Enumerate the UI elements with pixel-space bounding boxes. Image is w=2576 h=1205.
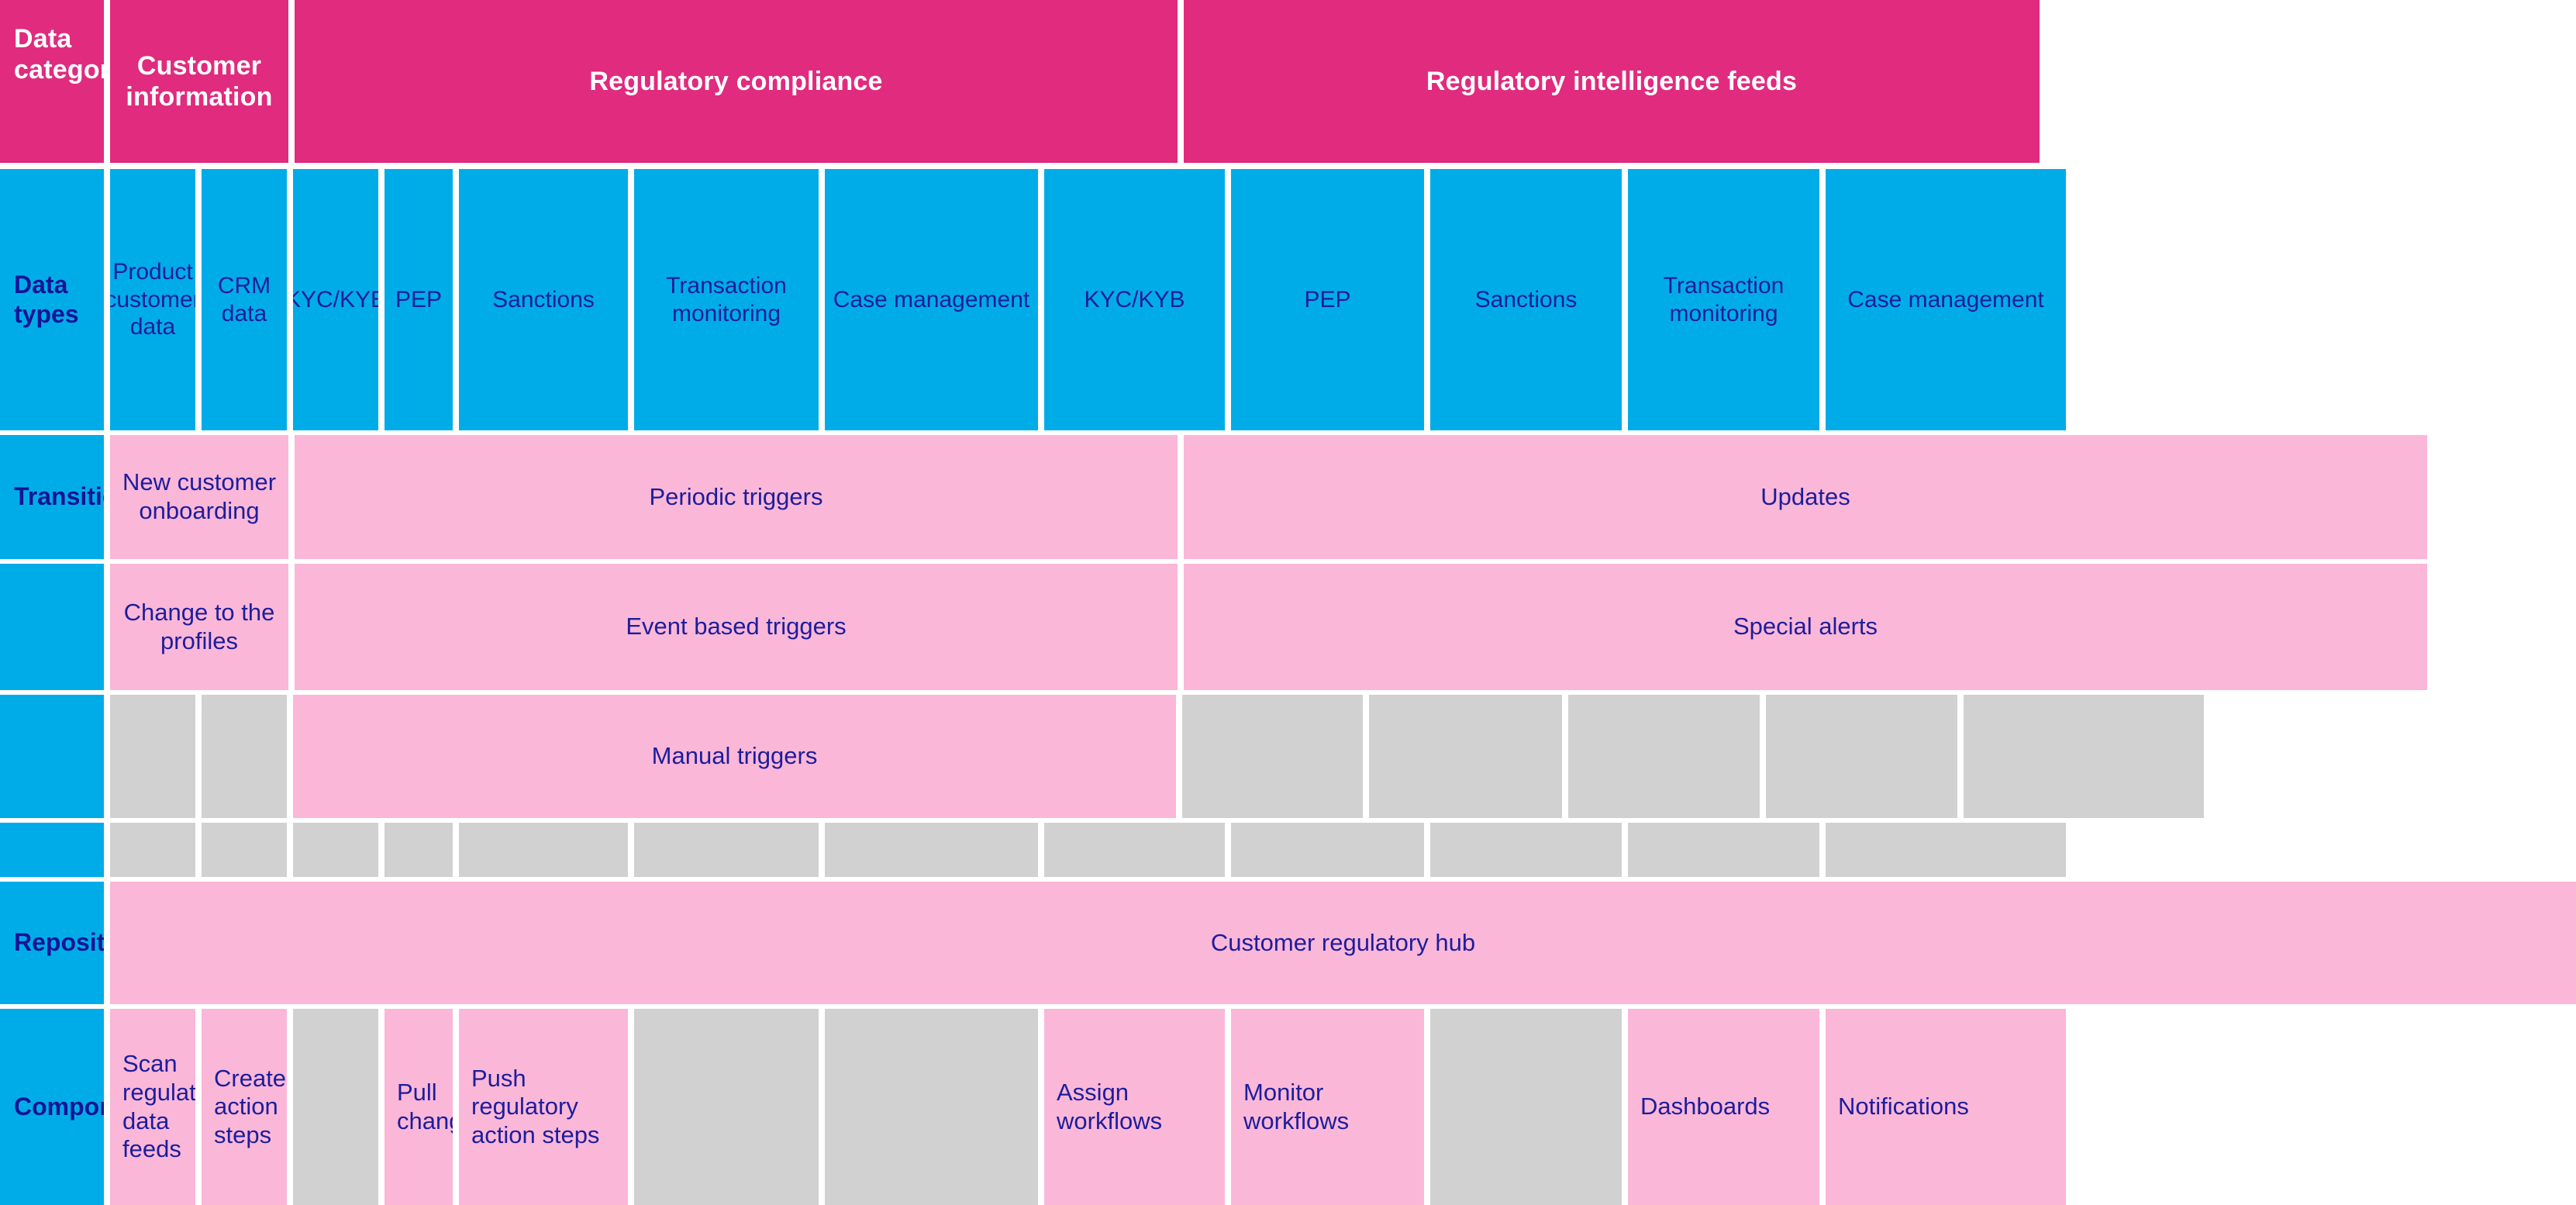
row-repository: Repository Customer regulatory hub — [0, 882, 2576, 1004]
spacer-cell-2 — [202, 823, 287, 877]
transition-placeholder-kyc-kyb-intelligence — [1182, 695, 1363, 818]
data-type-kyc-kyb-compliance[interactable]: KYC/KYB — [293, 169, 378, 430]
category-customer-information[interactable]: Customer information — [110, 0, 288, 163]
data-type-crm-data[interactable]: CRM data — [202, 169, 287, 430]
transition-placeholder-pep-intelligence — [1369, 695, 1562, 818]
spacer-cell-7 — [825, 823, 1038, 877]
transition-placeholder-case-management-intelligence — [1964, 695, 2204, 818]
component-push-regulatory-action-steps[interactable]: Push regulatory action steps — [459, 1009, 628, 1205]
spacer-cell-3 — [293, 823, 378, 877]
row-label-repository: Repository — [0, 882, 104, 1004]
spacer-cell-12 — [1826, 823, 2066, 877]
component-monitor-workflows[interactable]: Monitor workflows — [1231, 1009, 1424, 1205]
spacer-cell-5 — [459, 823, 628, 877]
component-placeholder-transaction-monitoring-compliance — [634, 1009, 819, 1205]
row-label-components: Components — [0, 1009, 104, 1205]
component-pull-changes[interactable]: Pull changes — [385, 1009, 453, 1205]
spacer-cell-9 — [1231, 823, 1424, 877]
row-spacer-grey — [0, 823, 2576, 877]
spacer-cell-6 — [634, 823, 819, 877]
row-transitions-2: Change to the profiles Event based trigg… — [0, 564, 2576, 690]
row-data-categories: Data categories Customer information Reg… — [0, 0, 2576, 163]
row-label-transitions-3-blank — [0, 695, 104, 818]
transition-special-alerts[interactable]: Special alerts — [1184, 564, 2427, 690]
transition-updates[interactable]: Updates — [1184, 435, 2427, 559]
category-regulatory-intelligence-feeds[interactable]: Regulatory intelligence feeds — [1184, 0, 2040, 163]
transition-event-based-triggers[interactable]: Event based triggers — [295, 564, 1178, 690]
data-type-pep-compliance[interactable]: PEP — [385, 169, 453, 430]
component-assign-workflows[interactable]: Assign workflows — [1044, 1009, 1225, 1205]
component-create-action-steps[interactable]: Create action steps — [202, 1009, 287, 1205]
data-type-transaction-monitoring-intelligence[interactable]: Transaction monitoring — [1628, 169, 1819, 430]
transition-placeholder-sanctions-intelligence — [1568, 695, 1760, 818]
transition-manual-triggers[interactable]: Manual triggers — [293, 695, 1176, 818]
spacer-cell-10 — [1430, 823, 1622, 877]
transition-change-to-the-profiles[interactable]: Change to the profiles — [110, 564, 288, 690]
data-type-case-management-compliance[interactable]: Case management — [825, 169, 1038, 430]
component-notifications[interactable]: Notifications — [1826, 1009, 2066, 1205]
repository-customer-regulatory-hub[interactable]: Customer regulatory hub — [110, 882, 2576, 1004]
row-data-types: Data types Product customer data CRM dat… — [0, 169, 2576, 430]
row-label-transitions-2-blank — [0, 564, 104, 690]
component-dashboards[interactable]: Dashboards — [1628, 1009, 1819, 1205]
data-type-kyc-kyb-intelligence[interactable]: KYC/KYB — [1044, 169, 1225, 430]
row-label-data-types: Data types — [0, 169, 104, 430]
data-type-pep-intelligence[interactable]: PEP — [1231, 169, 1424, 430]
data-type-sanctions-compliance[interactable]: Sanctions — [459, 169, 628, 430]
component-scan-regulatory-data-feeds[interactable]: Scan regulatory data feeds — [110, 1009, 195, 1205]
category-regulatory-compliance[interactable]: Regulatory compliance — [295, 0, 1178, 163]
transition-new-customer-onboarding[interactable]: New customer onboarding — [110, 435, 288, 559]
data-type-product-customer-data[interactable]: Product customer data — [110, 169, 195, 430]
transition-placeholder-product-customer-data — [110, 695, 195, 818]
transition-placeholder-transaction-monitoring-intelligence — [1766, 695, 1957, 818]
row-components: Components Scan regulatory data feeds Cr… — [0, 1009, 2576, 1205]
spacer-cell-1 — [110, 823, 195, 877]
row-transitions-1: Transitions New customer onboarding Peri… — [0, 435, 2576, 559]
data-type-case-management-intelligence[interactable]: Case management — [1826, 169, 2066, 430]
spacer-cell-8 — [1044, 823, 1225, 877]
component-placeholder-sanctions-intelligence — [1430, 1009, 1622, 1205]
data-type-transaction-monitoring-compliance[interactable]: Transaction monitoring — [634, 169, 819, 430]
row-label-spacer-blank — [0, 823, 104, 877]
transition-placeholder-crm-data — [202, 695, 287, 818]
component-placeholder-kyc-kyb-compliance — [293, 1009, 378, 1205]
spacer-cell-4 — [385, 823, 453, 877]
transition-periodic-triggers[interactable]: Periodic triggers — [295, 435, 1178, 559]
data-type-sanctions-intelligence[interactable]: Sanctions — [1430, 169, 1622, 430]
row-transitions-3: Manual triggers — [0, 695, 2576, 818]
component-placeholder-case-management-compliance — [825, 1009, 1038, 1205]
spacer-cell-11 — [1628, 823, 1819, 877]
row-label-data-categories: Data categories — [0, 0, 104, 163]
row-label-transitions: Transitions — [0, 435, 104, 559]
